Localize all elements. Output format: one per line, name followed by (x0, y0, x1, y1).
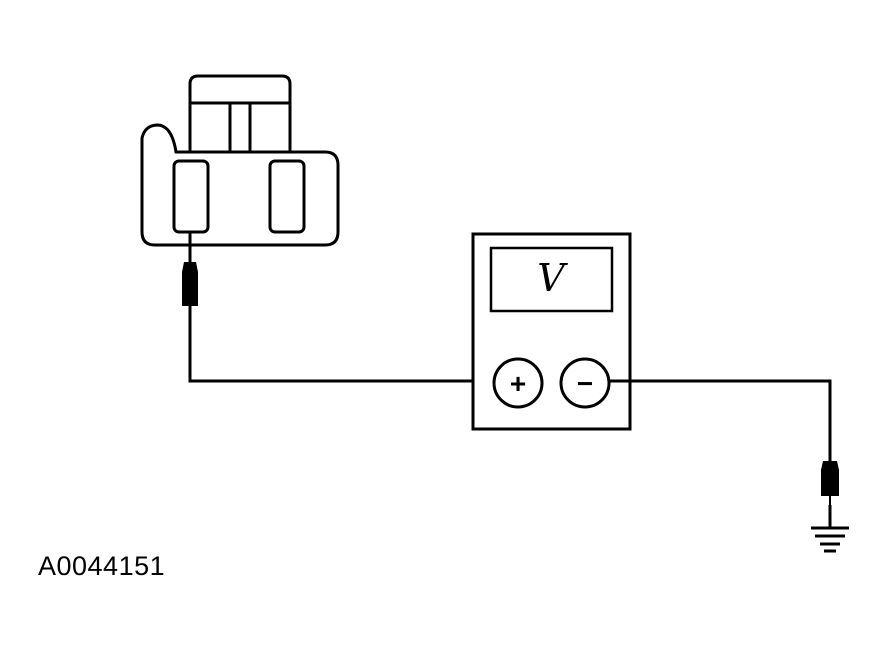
negative-test-lead (609, 379, 832, 461)
negative-terminal-symbol: − (577, 368, 593, 399)
meter-display (489, 246, 614, 313)
ground-probe-icon (821, 461, 839, 527)
electrical-connector-icon (140, 74, 340, 247)
ground-symbol-icon (811, 526, 849, 553)
meter-display-symbol: V (537, 256, 568, 300)
voltmeter-icon: V + − (471, 232, 632, 431)
figure-code: A0044151 (38, 551, 166, 581)
test-probe-icon (182, 232, 198, 306)
positive-terminal-symbol: + (510, 368, 526, 399)
positive-terminal (492, 357, 544, 409)
negative-terminal (559, 357, 611, 409)
positive-test-lead (188, 306, 493, 383)
